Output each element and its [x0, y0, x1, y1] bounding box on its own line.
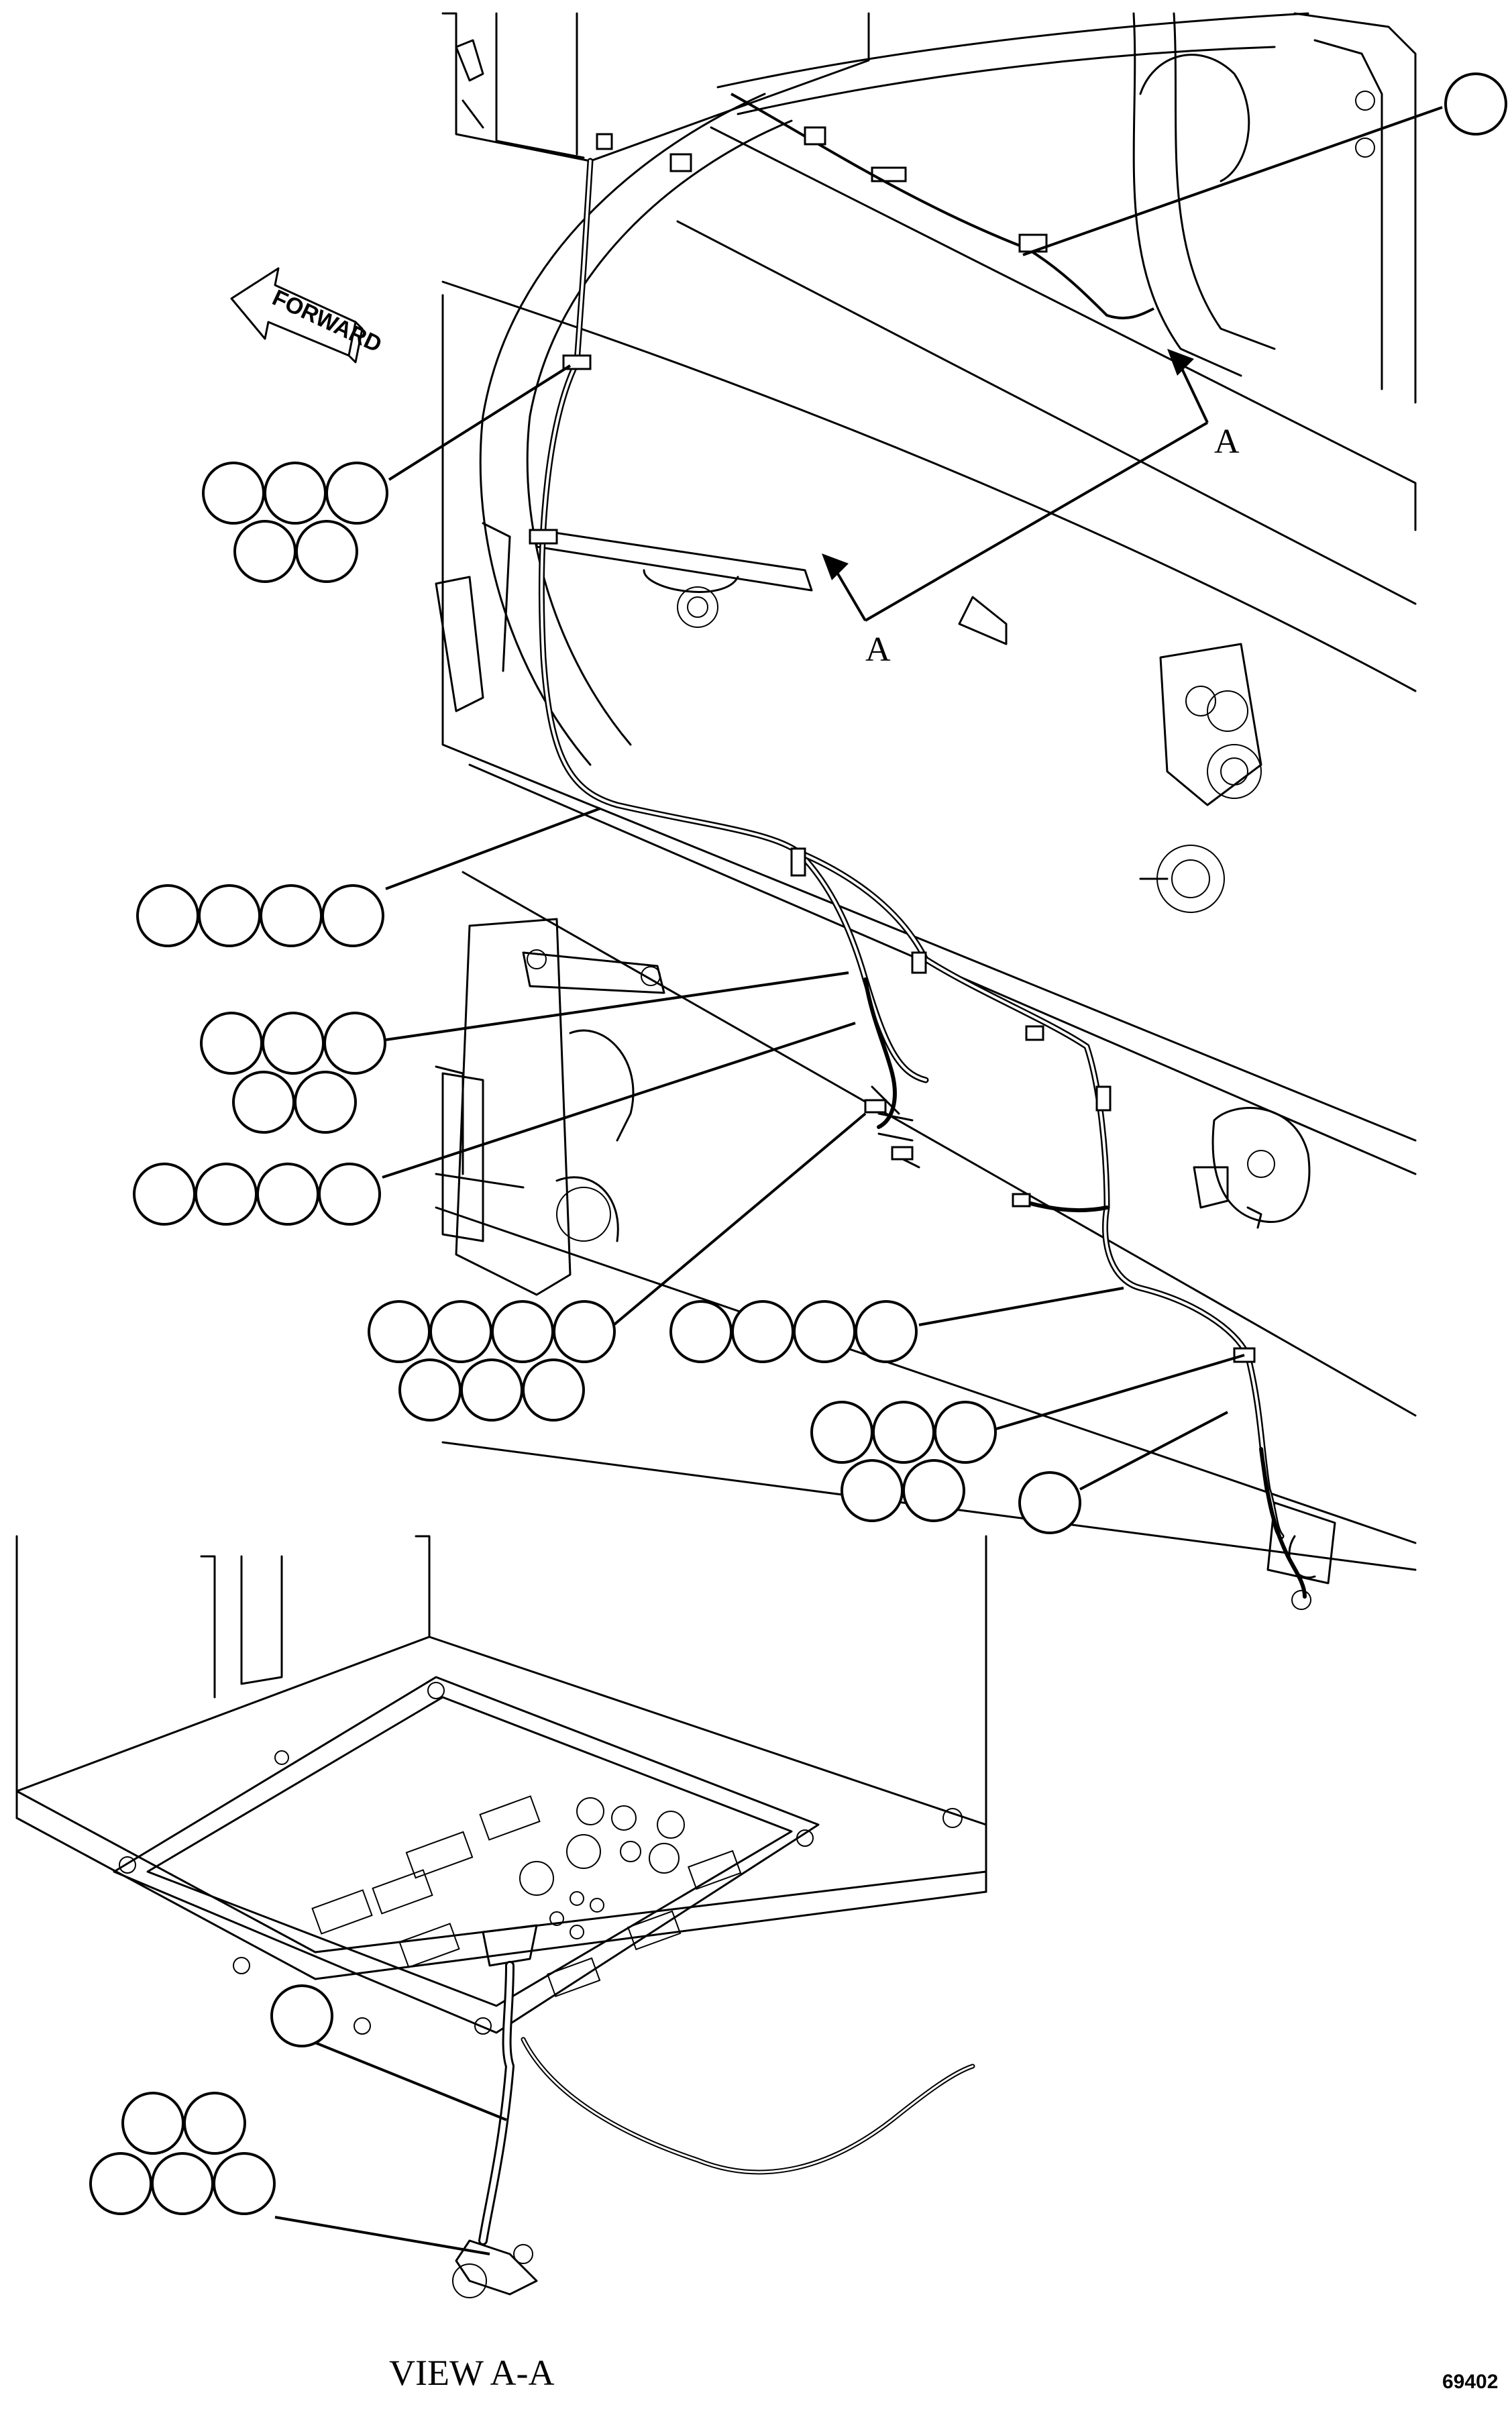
callout-lower-left	[368, 1300, 616, 1422]
airframe-structure	[435, 12, 1417, 1610]
section-marker-lower: A	[865, 631, 891, 669]
callout-mid-3	[133, 1163, 381, 1226]
callout-lower-center	[669, 1300, 918, 1363]
view-label: VIEW A-A	[389, 2353, 554, 2393]
section-marker-upper: A	[1214, 423, 1240, 461]
callout-top-right	[1444, 72, 1507, 136]
callout-view-single	[270, 1984, 333, 2047]
forward-arrow-icon: FORWARD	[230, 267, 386, 364]
view-a-a-detail: VIEW A-A	[15, 1535, 987, 2393]
callout-mid-1	[136, 884, 384, 947]
callout-upper-left	[202, 462, 388, 583]
section-markers: A A	[822, 349, 1240, 669]
wire-harness	[529, 93, 1307, 1599]
callout-lower-right	[810, 1401, 997, 1522]
figure-number: 69402	[1442, 2371, 1498, 2393]
callout-leaders	[274, 106, 1443, 2255]
callout-mid-2	[200, 1012, 386, 1134]
callout-single-right	[1018, 1471, 1081, 1534]
callout-view-group	[89, 2092, 276, 2215]
